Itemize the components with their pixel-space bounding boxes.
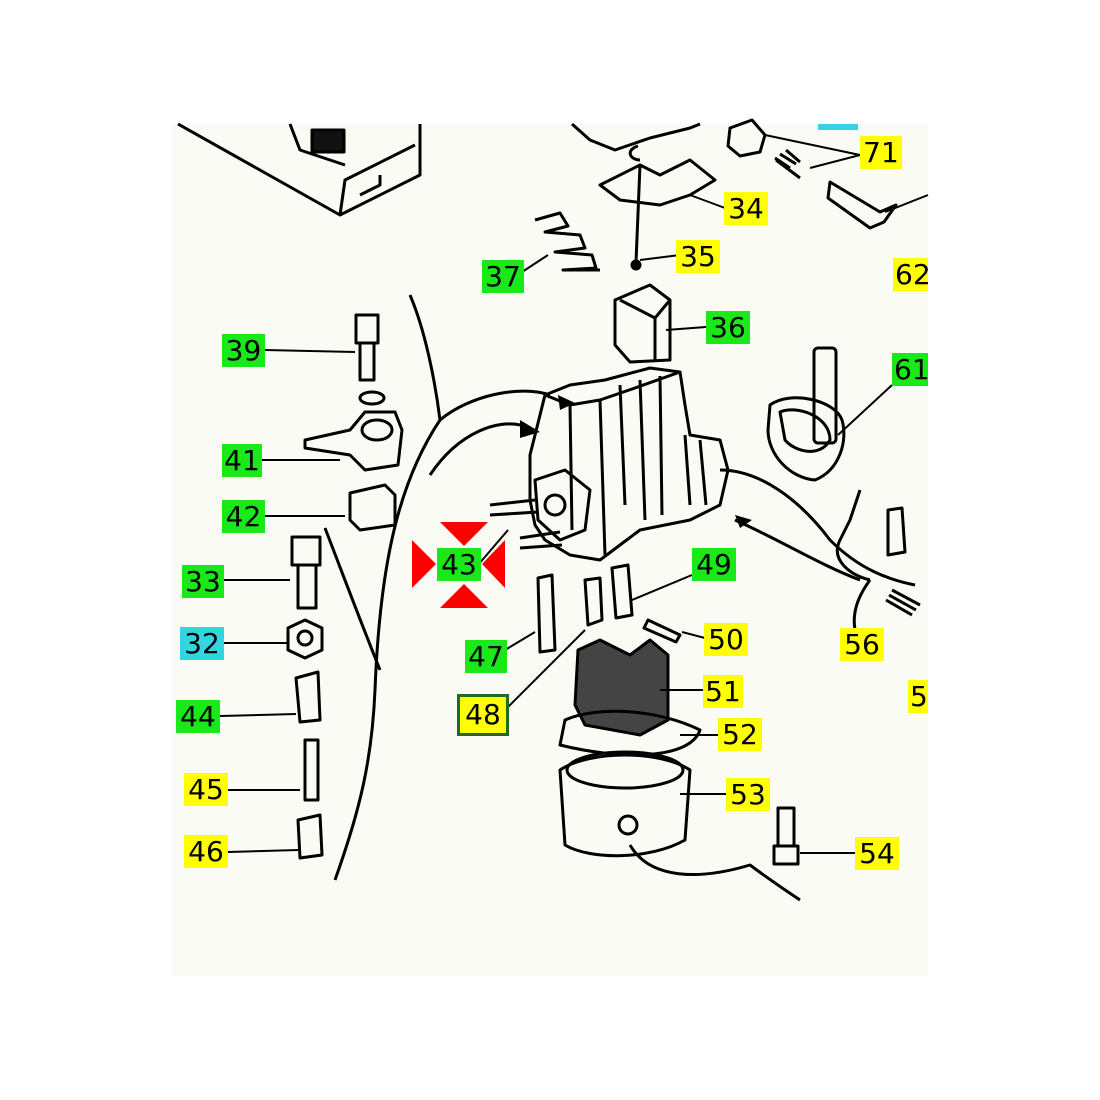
part-label-50[interactable]: 50	[704, 623, 748, 656]
part-label-44[interactable]: 44	[176, 700, 220, 733]
part-label-32[interactable]: 32	[180, 627, 224, 660]
part-label-56[interactable]: 56	[840, 628, 884, 661]
part-label-45[interactable]: 45	[184, 773, 228, 806]
part-label-33[interactable]: 33	[182, 565, 224, 598]
part-label-39[interactable]: 39	[222, 334, 265, 367]
part-label-41[interactable]: 41	[222, 444, 262, 477]
part-label-35[interactable]: 35	[676, 240, 720, 273]
part-label-54[interactable]: 54	[855, 837, 899, 870]
part-label-71[interactable]: 71	[860, 136, 902, 169]
part-label-51[interactable]: 51	[703, 675, 743, 708]
part-label-46[interactable]: 46	[184, 835, 228, 868]
part-label-36[interactable]: 36	[706, 311, 750, 344]
cut-off-label-top	[818, 124, 858, 130]
part-label-47[interactable]: 47	[465, 640, 507, 673]
part-label-52[interactable]: 52	[718, 718, 762, 751]
part-label-42[interactable]: 42	[222, 500, 265, 533]
carb-body	[528, 366, 730, 562]
part-label-43[interactable]: 43	[437, 548, 481, 581]
drawing-panel	[172, 124, 928, 976]
part-label-49[interactable]: 49	[692, 548, 736, 581]
part-label-62[interactable]: 62	[893, 258, 928, 291]
part-label-53[interactable]: 53	[726, 778, 770, 811]
part-label-34[interactable]: 34	[724, 192, 768, 225]
part-label-61[interactable]: 61	[892, 353, 928, 386]
part-label-48[interactable]: 48	[457, 694, 509, 736]
part-label-5x[interactable]: 5	[908, 680, 928, 713]
housing-box	[177, 122, 422, 217]
part-label-37[interactable]: 37	[482, 260, 524, 293]
